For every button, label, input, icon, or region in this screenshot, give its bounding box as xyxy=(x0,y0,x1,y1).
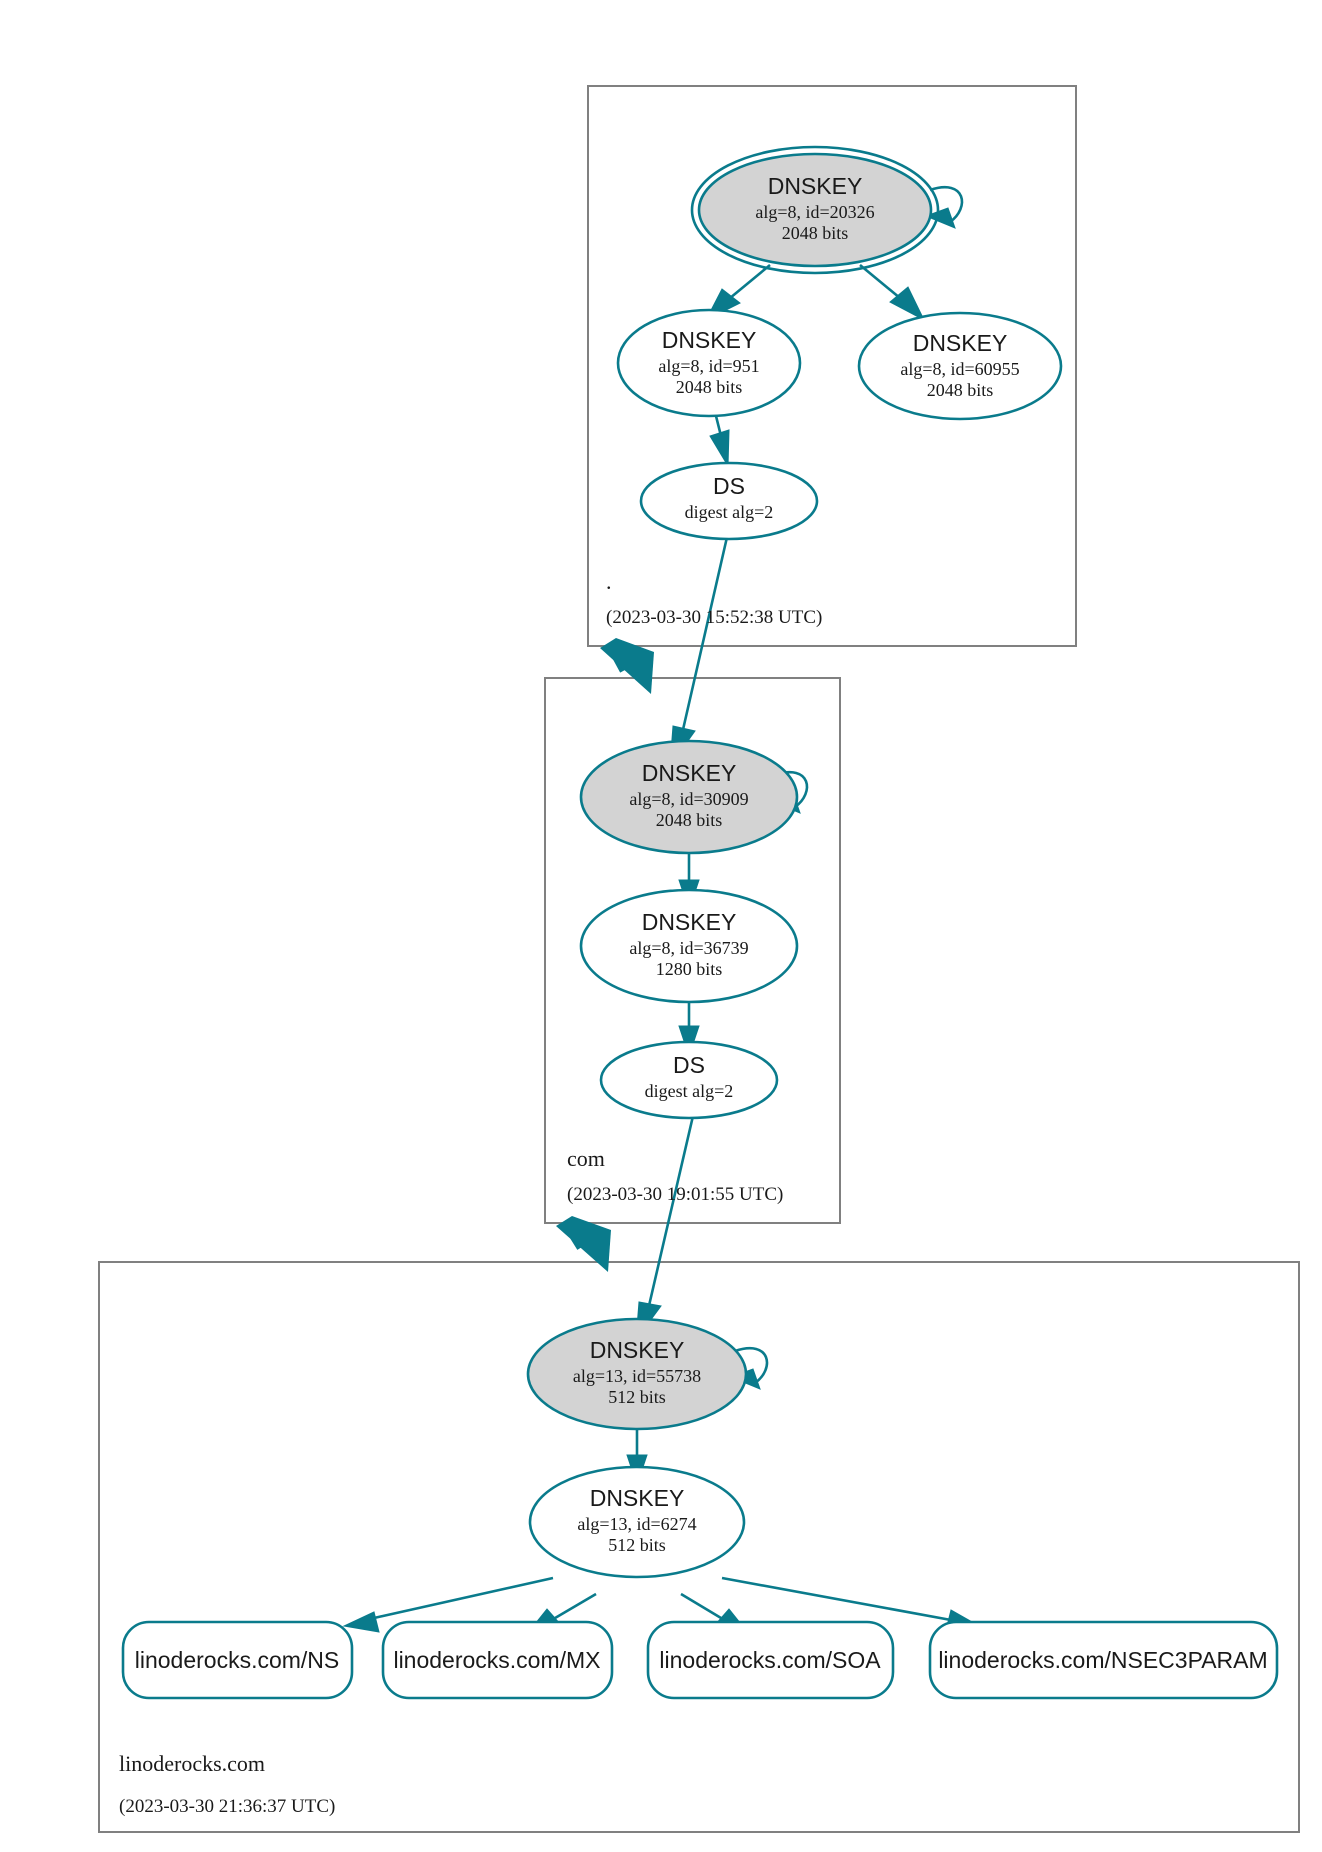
linoderocks-zsk-line2: 512 bits xyxy=(608,1535,666,1555)
root-ksk-line1: alg=8, id=20326 xyxy=(755,202,874,222)
com-zsk-line2: 1280 bits xyxy=(656,959,723,979)
com-ksk-line1: alg=8, id=30909 xyxy=(629,789,748,809)
rrset-node-mx[interactable]: linoderocks.com/MX xyxy=(381,1620,614,1700)
root-ksk-title: DNSKEY xyxy=(768,173,863,199)
edge-root-ksk-to-zsk-60955 xyxy=(859,263,926,322)
root-ds-ellipse xyxy=(639,461,819,541)
node-com-ksk-dnskey[interactable]: DNSKEY alg=8, id=30909 2048 bits xyxy=(579,739,799,855)
com-ds-title: DS xyxy=(673,1052,705,1078)
com-ds-ellipse xyxy=(599,1040,779,1120)
node-com-ds[interactable]: DS digest alg=2 xyxy=(599,1040,779,1120)
rrset-node-nsec3param[interactable]: linoderocks.com/NSEC3PARAM xyxy=(928,1620,1279,1700)
delegation-arrow-com-to-linoderocks xyxy=(556,1216,611,1272)
zone-timestamp-root: (2023-03-30 15:52:38 UTC) xyxy=(606,607,822,628)
zone-timestamp-linoderocks: (2023-03-30 21:36:37 UTC) xyxy=(119,1796,335,1817)
root-zsk-951-line2: 2048 bits xyxy=(676,377,743,397)
linoderocks-ksk-line1: alg=13, id=55738 xyxy=(573,1366,701,1386)
node-root-ds[interactable]: DS digest alg=2 xyxy=(639,461,819,541)
root-zsk-951-title: DNSKEY xyxy=(662,327,757,353)
linoderocks-zsk-ellipse xyxy=(528,1465,746,1579)
rrset-node-soa[interactable]: linoderocks.com/SOA xyxy=(646,1620,895,1700)
rrset-mx-box xyxy=(381,1620,614,1700)
node-linoderocks-ksk-dnskey[interactable]: DNSKEY alg=13, id=55738 512 bits xyxy=(526,1317,748,1431)
zone-label-linoderocks: linoderocks.com xyxy=(119,1751,265,1776)
rrset-node-ns[interactable]: linoderocks.com/NS xyxy=(121,1620,354,1700)
node-linoderocks-zsk-dnskey[interactable]: DNSKEY alg=13, id=6274 512 bits xyxy=(528,1465,746,1579)
rrset-soa-label: linoderocks.com/SOA xyxy=(659,1647,881,1673)
root-zsk-951-ellipse xyxy=(616,308,802,418)
com-zsk-line1: alg=8, id=36739 xyxy=(629,938,748,958)
linoderocks-ksk-line2: 512 bits xyxy=(608,1387,666,1407)
rrset-nsec3param-label: linoderocks.com/NSEC3PARAM xyxy=(938,1647,1267,1673)
zone-label-com: com xyxy=(567,1146,605,1171)
linoderocks-zsk-title: DNSKEY xyxy=(590,1485,685,1511)
rrset-nsec3param-box xyxy=(928,1620,1279,1700)
root-ksk-line2: 2048 bits xyxy=(782,223,849,243)
com-zsk-ellipse xyxy=(579,888,799,1004)
zone-timestamp-com: (2023-03-30 19:01:55 UTC) xyxy=(567,1184,783,1205)
linoderocks-ksk-ellipse xyxy=(526,1317,748,1431)
com-ksk-line2: 2048 bits xyxy=(656,810,723,830)
linoderocks-ksk-title: DNSKEY xyxy=(590,1337,685,1363)
root-ksk-ellipse xyxy=(697,152,933,268)
node-root-zsk-951-dnskey[interactable]: DNSKEY alg=8, id=951 2048 bits xyxy=(616,308,802,418)
linoderocks-zsk-line1: alg=13, id=6274 xyxy=(577,1514,696,1534)
root-zsk-60955-line2: 2048 bits xyxy=(927,380,994,400)
delegation-arrow-root-to-com xyxy=(600,638,654,694)
root-ds-title: DS xyxy=(713,473,745,499)
rrset-ns-label: linoderocks.com/NS xyxy=(135,1647,340,1673)
node-root-ksk-dnskey[interactable]: DNSKEY alg=8, id=20326 2048 bits xyxy=(690,145,940,275)
zone-label-root: . xyxy=(606,569,612,594)
edge-linoderocks-zsk-to-ns xyxy=(342,1576,554,1633)
root-zsk-951-line1: alg=8, id=951 xyxy=(658,356,759,376)
node-com-zsk-dnskey[interactable]: DNSKEY alg=8, id=36739 1280 bits xyxy=(579,888,799,1004)
trust-anchor-outer-ring xyxy=(690,145,940,275)
com-ksk-ellipse xyxy=(579,739,799,855)
root-zsk-60955-line1: alg=8, id=60955 xyxy=(900,359,1019,379)
root-zsk-60955-title: DNSKEY xyxy=(913,330,1008,356)
rrset-mx-label: linoderocks.com/MX xyxy=(393,1647,600,1673)
root-zsk-60955-ellipse xyxy=(857,311,1063,421)
com-zsk-title: DNSKEY xyxy=(642,909,737,935)
node-root-zsk-60955-dnskey[interactable]: DNSKEY alg=8, id=60955 2048 bits xyxy=(857,311,1063,421)
root-ds-line1: digest alg=2 xyxy=(685,502,774,522)
rrset-ns-box xyxy=(121,1620,354,1700)
com-ksk-title: DNSKEY xyxy=(642,760,737,786)
rrset-soa-box xyxy=(646,1620,895,1700)
com-ds-line1: digest alg=2 xyxy=(645,1081,734,1101)
